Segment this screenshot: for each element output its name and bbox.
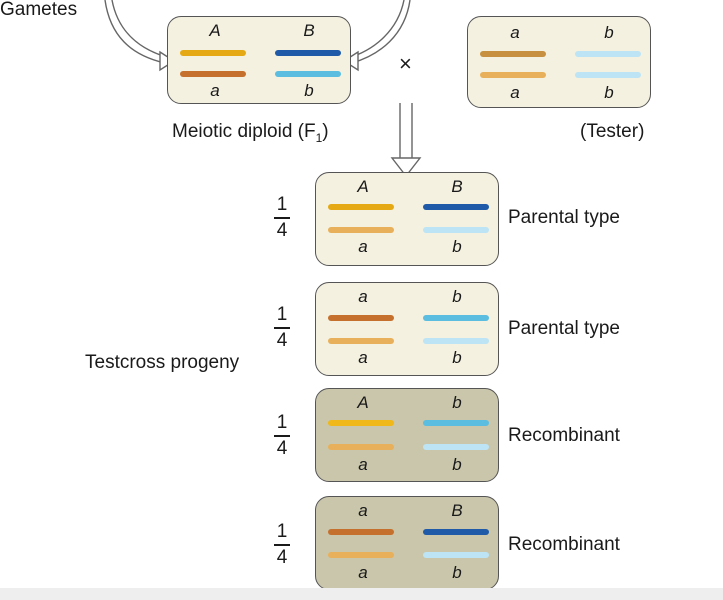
progeny-4-allele-bottom-left: a	[358, 563, 368, 582]
f1-chromosome-a	[180, 71, 246, 77]
cross-symbol: ×	[399, 51, 412, 76]
progeny-1-type: Parental type	[508, 207, 620, 228]
tester-chromosome-a-2	[480, 72, 546, 78]
progeny-3-chromosome-top-left	[328, 420, 394, 426]
progeny-4-chromosome-top-left	[328, 529, 394, 535]
progeny-2-allele-top-left: a	[358, 287, 368, 306]
progeny-2-chromosome-bottom-right	[423, 338, 489, 344]
progeny-1-allele-bottom-left: a	[358, 237, 368, 256]
tester-chromosome-a-1	[480, 51, 546, 57]
progeny-3-chromosome-top-right	[423, 420, 489, 426]
progeny-3-allele-bottom-right: b	[452, 455, 462, 474]
progeny-1-allele-bottom-right: b	[452, 237, 462, 256]
progeny-3-box: A b a b	[315, 388, 499, 482]
progeny-2-type: Parental type	[508, 318, 620, 339]
progeny-1-chromosome-bottom-right	[423, 227, 489, 233]
tester-caption: (Tester)	[580, 121, 645, 142]
progeny-4-chromosome-top-right	[423, 529, 489, 535]
progeny-1-chromosome-bottom-left	[328, 227, 394, 233]
f1-caption: Meiotic diploid (F1)	[172, 121, 329, 145]
testcross-progeny-label: Testcross progeny	[85, 352, 240, 373]
f1-chromosome-B	[275, 50, 341, 56]
progeny-4-type: Recombinant	[508, 534, 620, 555]
f1-allele-bottom-left: a	[210, 81, 220, 100]
progeny-1-allele-top-right: B	[451, 177, 463, 196]
progeny-2-allele-bottom-right: b	[452, 348, 462, 367]
f1-chromosome-b	[275, 71, 341, 77]
progeny-3-allele-top-right: b	[452, 393, 462, 412]
progeny-3-chromosome-bottom-right	[423, 444, 489, 450]
progeny-2-chromosome-top-left	[328, 315, 394, 321]
progeny-3-chromosome-bottom-left	[328, 444, 394, 450]
tester-chromosome-b-2	[575, 72, 641, 78]
tester-chromosome-box: a b a b	[467, 16, 651, 108]
f1-allele-top-right: B	[303, 21, 315, 40]
tester-allele-bottom-right: b	[604, 83, 614, 102]
progeny-3-allele-bottom-left: a	[358, 455, 368, 474]
tester-allele-bottom-left: a	[510, 83, 520, 102]
progeny-2-chromosome-bottom-left	[328, 338, 394, 344]
progeny-1-box: A B a b	[315, 172, 499, 266]
progeny-4-box: a B a b	[315, 496, 499, 590]
progeny-3-allele-top-left: A	[357, 393, 369, 412]
progeny-4-allele-bottom-right: b	[452, 563, 462, 582]
progeny-2-chromosome-top-right	[423, 315, 489, 321]
progeny-4-allele-top-right: B	[451, 501, 463, 520]
progeny-3-type: Recombinant	[508, 425, 620, 446]
f1-allele-bottom-right: b	[304, 81, 314, 100]
progeny-1-chromosome-top-right	[423, 204, 489, 210]
tester-chromosome-b-1	[575, 51, 641, 57]
progeny-4-chromosome-bottom-right	[423, 552, 489, 558]
progeny-2-box: a b a b	[315, 282, 499, 376]
progeny-4-allele-top-left: a	[358, 501, 368, 520]
bottom-strip	[0, 588, 723, 600]
progeny-4-chromosome-bottom-left	[328, 552, 394, 558]
f1-chromosome-A	[180, 50, 246, 56]
progeny-2-allele-top-right: b	[452, 287, 462, 306]
f1-chromosome-box: A B a b	[167, 16, 351, 104]
f1-allele-top-left: A	[209, 21, 221, 40]
progeny-1-allele-top-left: A	[357, 177, 369, 196]
tester-allele-top-left: a	[510, 23, 520, 42]
tester-allele-top-right: b	[604, 23, 614, 42]
gametes-label: Gametes	[0, 0, 78, 20]
progeny-2-allele-bottom-left: a	[358, 348, 368, 367]
progeny-1-chromosome-top-left	[328, 204, 394, 210]
